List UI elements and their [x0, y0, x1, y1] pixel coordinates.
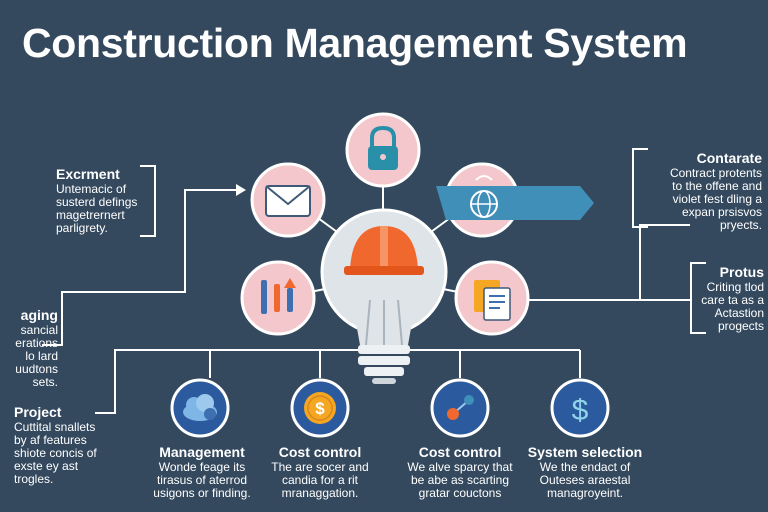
cost-control-heading: Cost control	[278, 444, 362, 460]
excrment-block: Excrment Untemacic of susterd defings ma…	[56, 166, 146, 235]
contarate-line: Contract protents	[669, 166, 762, 180]
system-selection-line: Outeses araestal	[539, 473, 631, 487]
cost-control-line: candia for a rit	[281, 473, 359, 487]
connector-excrment-arrow	[150, 189, 236, 293]
cost-control-line: The are socer and	[271, 460, 369, 474]
connector-right	[520, 224, 690, 301]
aging-line: uudtons	[15, 362, 58, 376]
system-selection-block: System selection We the endact of Outese…	[522, 444, 648, 500]
management-heading: Management	[159, 444, 245, 460]
bracket-protus	[690, 262, 706, 334]
nodes-icon	[447, 395, 474, 420]
nodes-circle	[430, 378, 490, 438]
connector-aging	[42, 291, 150, 346]
dollar-icon: $	[304, 392, 336, 424]
aging-line: sets.	[32, 375, 58, 389]
project-line: Cuttital snallets	[14, 420, 96, 434]
excrment-line: parligrety.	[56, 221, 108, 235]
excrment-line: Untemacic of	[56, 182, 127, 196]
svg-text:$: $	[315, 399, 325, 418]
dollar-icon: $	[572, 394, 589, 427]
cloud-icon	[183, 394, 217, 421]
aging-line: erations	[15, 336, 58, 350]
aging-line: lo lard	[25, 349, 58, 363]
project-line: by af features	[14, 433, 87, 447]
cloud-circle	[170, 378, 230, 438]
contarate-line: to the offene and	[672, 179, 762, 193]
aging-block: aging sancial erations lo lard uudtons s…	[0, 307, 58, 389]
envelope-circle	[250, 162, 326, 238]
excrment-heading: Excrment	[56, 166, 120, 182]
cost-control-block-2: Cost control We alve sparcy that be abe …	[398, 444, 522, 500]
contarate-line: expan prsisvos	[681, 205, 762, 219]
envelope-icon	[265, 185, 311, 217]
management-block: Management Wonde feage its tirasus of at…	[140, 444, 264, 500]
banner-arrow	[436, 186, 594, 220]
documents-icon	[474, 280, 511, 321]
cost-control-line: We alve sparcy that	[407, 460, 513, 474]
protus-line: progects	[717, 319, 764, 333]
contarate-heading: Contarate	[696, 150, 762, 166]
contarate-line: violet fest dling a	[672, 192, 762, 206]
aging-heading: aging	[20, 307, 58, 323]
project-heading: Project	[14, 404, 62, 420]
cost-control-line: gratar couctons	[418, 486, 502, 500]
hard-hat-icon	[344, 226, 424, 275]
protus-block: Protus Criting tlod care ta as a Actasti…	[700, 264, 764, 333]
system-selection-line: We the endact of	[539, 460, 631, 474]
lock-icon	[368, 125, 398, 170]
lock-circle	[345, 112, 421, 188]
protus-heading: Protus	[719, 264, 764, 280]
globe-icon	[470, 175, 498, 218]
aging-line: sancial	[20, 323, 58, 337]
excrment-line: magetrernert	[56, 208, 125, 222]
management-line: usigons or finding.	[153, 486, 251, 500]
cost-control-heading: Cost control	[418, 444, 502, 460]
bracket-excrment	[140, 165, 156, 237]
cost-control-block-1: Cost control The are socer and candia fo…	[262, 444, 378, 500]
dollar-circle-2: $	[550, 378, 610, 438]
tools-circle	[240, 260, 316, 336]
page-title: Construction Management System	[22, 20, 688, 66]
protus-line: Criting tlod	[706, 280, 764, 294]
documents-circle	[454, 260, 530, 336]
cost-control-line: be abe as scarting	[410, 473, 510, 487]
contarate-line: pryects.	[719, 218, 762, 232]
coin-circle-1: $	[290, 378, 350, 438]
system-selection-line: managroyeint.	[546, 486, 624, 500]
cost-control-line: mranaggation.	[281, 486, 359, 500]
svg-text:$: $	[572, 394, 589, 427]
protus-line: care ta as a	[701, 293, 764, 307]
project-line: exste ey ast	[14, 459, 79, 473]
system-selection-heading: System selection	[527, 444, 643, 460]
management-line: tirasus of aterrod	[156, 473, 248, 487]
project-line: shiote concis of	[14, 446, 97, 460]
project-line: trogles.	[14, 472, 54, 486]
tools-icon	[261, 278, 296, 314]
globe-circle	[436, 162, 594, 238]
bracket-contarate	[632, 148, 648, 228]
lightbulb-icon	[320, 208, 448, 384]
excrment-line: susterd defings	[56, 195, 138, 209]
arrow-head-icon	[236, 184, 246, 196]
project-block: Project Cuttital snallets by af features…	[14, 404, 114, 486]
protus-line: Actastion	[714, 306, 764, 320]
contarate-block: Contarate Contract protents to the offen…	[640, 150, 762, 232]
management-line: Wonde feage its	[158, 460, 246, 474]
